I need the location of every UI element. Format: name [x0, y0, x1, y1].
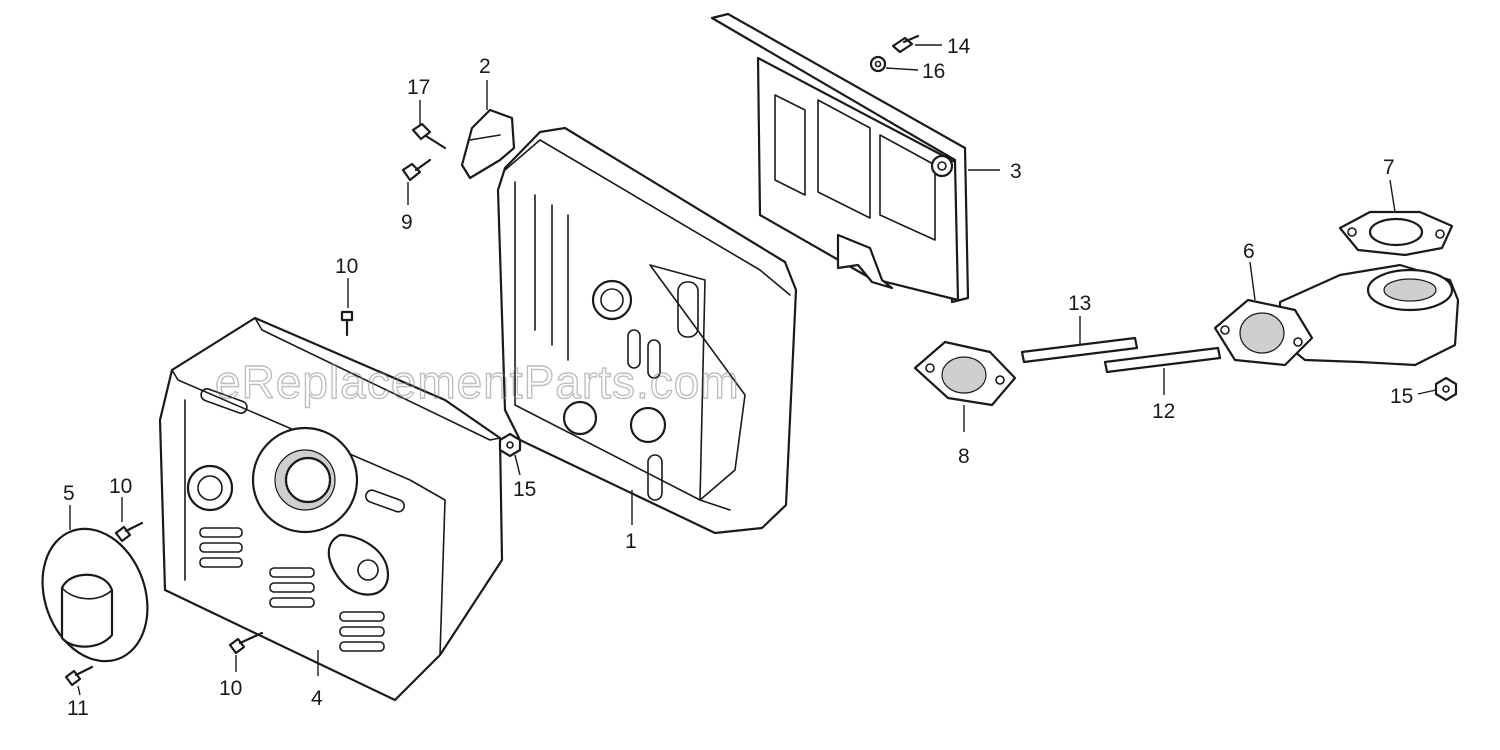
part-2-bracket[interactable]: [460, 108, 516, 180]
callout-10-top: 10: [335, 255, 358, 278]
callout-13: 13: [1068, 292, 1091, 315]
callout-15-middle: 15: [513, 478, 536, 501]
part-7-gasket[interactable]: [1338, 210, 1454, 257]
callout-3: 3: [1010, 160, 1022, 183]
callout-17: 17: [407, 76, 430, 99]
callout-15-right: 15: [1390, 385, 1413, 408]
nut-15-right[interactable]: [1434, 376, 1458, 402]
callout-16: 16: [922, 60, 945, 83]
callout-12: 12: [1152, 400, 1175, 423]
leader-lines: [69, 44, 1437, 696]
part-12-stud[interactable]: [1103, 346, 1222, 374]
callout-7: 7: [1383, 156, 1395, 179]
callout-4: 4: [311, 687, 323, 710]
part-1-muffler[interactable]: [496, 126, 798, 535]
callout-labels: 1 2 3 4 5 6 7 8 9 17 10 10 10 11 12 13 1…: [63, 35, 1413, 720]
part-5-exhaust-deflector[interactable]: [25, 514, 165, 676]
callout-5: 5: [63, 482, 75, 505]
callout-11: 11: [67, 697, 89, 720]
watermark-text: eReplacementParts.com: [215, 356, 740, 408]
callout-14: 14: [947, 35, 971, 58]
part-3-muffler-protector[interactable]: [710, 12, 970, 304]
callout-2: 2: [479, 55, 491, 78]
bolt-9[interactable]: [401, 158, 432, 182]
part-4-muffler-cover[interactable]: [158, 316, 504, 702]
part-13-stud[interactable]: [1020, 336, 1139, 364]
nut-15-middle[interactable]: [498, 432, 522, 458]
callout-8: 8: [958, 445, 970, 468]
washer-16[interactable]: [869, 55, 887, 73]
bolt-10-top[interactable]: [340, 310, 354, 337]
bolt-10-left[interactable]: [114, 521, 144, 543]
part-8-gasket[interactable]: [913, 340, 1017, 407]
bolt-10-bottom[interactable]: [228, 631, 264, 655]
part-6-exhaust-pipe[interactable]: [1213, 263, 1460, 367]
callout-1: 1: [625, 530, 637, 553]
bolt-14[interactable]: [891, 34, 920, 54]
callout-10-bottom: 10: [219, 677, 242, 700]
callout-9: 9: [401, 211, 413, 234]
bolt-17[interactable]: [411, 122, 447, 150]
callout-6: 6: [1243, 240, 1255, 263]
callout-10-left: 10: [109, 475, 132, 498]
bolt-11[interactable]: [64, 665, 94, 687]
